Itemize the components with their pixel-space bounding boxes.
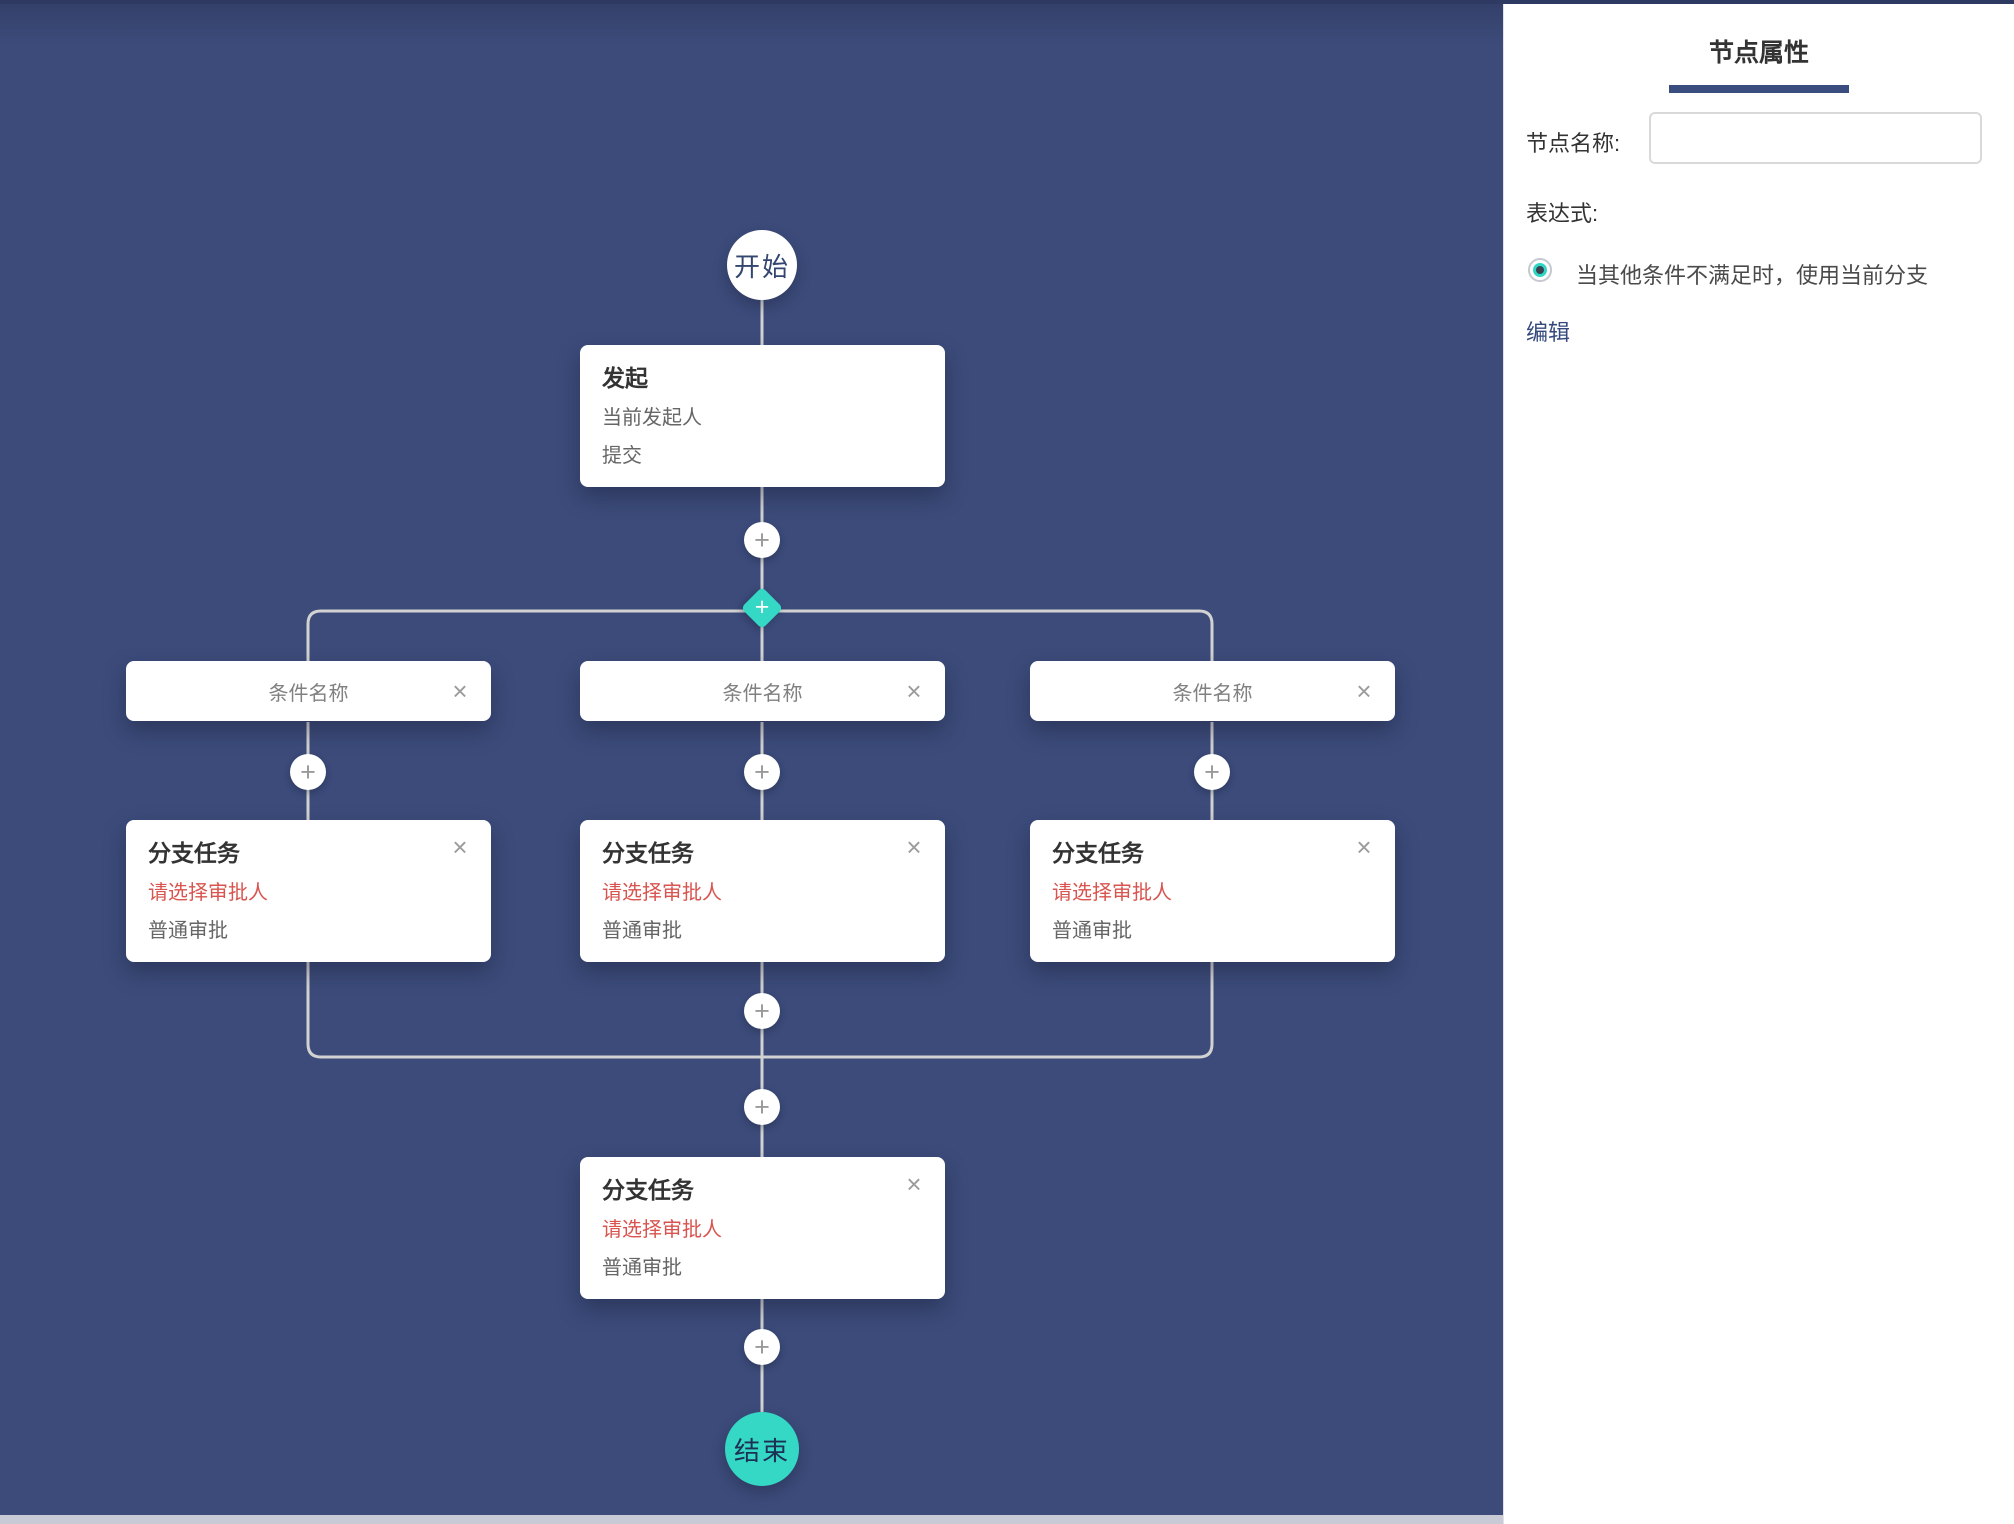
branch-task-mode: 普通审批 xyxy=(1052,920,1132,942)
expression-label: 表达式: xyxy=(1526,201,1599,226)
branch-task-warning: 请选择审批人 xyxy=(148,882,268,904)
start-node-label: 开始 xyxy=(733,251,790,282)
add-node-button[interactable]: + xyxy=(1194,754,1230,790)
condition-name-2: 条件名称 xyxy=(722,682,803,705)
node-properties-panel: 节点属性 节点名称: 表达式: 当其他条件不满足时，使用当前分支 编辑 xyxy=(1503,0,2014,1524)
close-icon[interactable]: × xyxy=(447,834,473,860)
panel-title-underline xyxy=(1669,85,1849,93)
branch-task-title: 分支任务 xyxy=(602,840,694,866)
branch-task-card-4[interactable]: 分支任务 请选择审批人 普通审批 × xyxy=(580,1157,945,1299)
add-node-button[interactable]: + xyxy=(744,1329,780,1365)
branch-task-card-3[interactable]: 分支任务 请选择审批人 普通审批 × xyxy=(1030,820,1395,962)
branch-task-card-1[interactable]: 分支任务 请选择审批人 普通审批 × xyxy=(126,820,491,962)
end-node[interactable]: 结束 xyxy=(725,1412,799,1486)
default-branch-radio[interactable] xyxy=(1528,258,1552,282)
branch-task-title: 分支任务 xyxy=(1052,840,1144,866)
condition-card-2[interactable]: 条件名称 × xyxy=(580,661,945,721)
branch-task-warning: 请选择审批人 xyxy=(1052,882,1172,904)
edit-link[interactable]: 编辑 xyxy=(1526,320,1571,345)
branch-task-mode: 普通审批 xyxy=(602,920,682,942)
flow-canvas: 开始 发起 当前发起人 提交 + + 条件名称 × 条件名称 × 条件名称 × … xyxy=(0,0,1503,1524)
start-node[interactable]: 开始 xyxy=(727,230,797,300)
condition-card-1[interactable]: 条件名称 × xyxy=(126,661,491,721)
close-icon[interactable]: × xyxy=(901,834,927,860)
horizontal-scrollbar[interactable] xyxy=(0,1515,1503,1524)
node-name-label: 节点名称: xyxy=(1526,131,1621,156)
close-icon[interactable]: × xyxy=(1351,678,1377,704)
default-branch-radio-label[interactable]: 当其他条件不满足时，使用当前分支 xyxy=(1576,263,1929,288)
condition-name-1: 条件名称 xyxy=(268,682,349,705)
branch-task-warning: 请选择审批人 xyxy=(602,1219,722,1241)
add-node-button[interactable]: + xyxy=(290,754,326,790)
branch-task-card-2[interactable]: 分支任务 请选择审批人 普通审批 × xyxy=(580,820,945,962)
close-icon[interactable]: × xyxy=(447,678,473,704)
initiate-node-card[interactable]: 发起 当前发起人 提交 xyxy=(580,345,945,487)
branch-task-warning: 请选择审批人 xyxy=(602,882,722,904)
branch-task-mode: 普通审批 xyxy=(148,920,228,942)
initiate-node-action: 提交 xyxy=(602,445,642,467)
condition-name-3: 条件名称 xyxy=(1172,682,1253,705)
close-icon[interactable]: × xyxy=(901,678,927,704)
branch-task-title: 分支任务 xyxy=(602,1177,694,1203)
radio-selected-dot xyxy=(1533,263,1547,277)
initiate-node-title: 发起 xyxy=(602,365,648,391)
node-name-input[interactable] xyxy=(1649,112,1982,164)
add-node-button[interactable]: + xyxy=(744,993,780,1029)
close-icon[interactable]: × xyxy=(1351,834,1377,860)
branch-task-title: 分支任务 xyxy=(148,840,240,866)
top-border xyxy=(0,0,2014,4)
end-node-label: 结束 xyxy=(733,1435,790,1466)
initiate-node-assignee: 当前发起人 xyxy=(602,407,702,429)
add-node-button[interactable]: + xyxy=(744,522,780,558)
branch-task-mode: 普通审批 xyxy=(602,1257,682,1279)
panel-title: 节点属性 xyxy=(1708,39,1809,67)
condition-card-3[interactable]: 条件名称 × xyxy=(1030,661,1395,721)
close-icon[interactable]: × xyxy=(901,1171,927,1197)
add-node-button[interactable]: + xyxy=(744,754,780,790)
add-node-button[interactable]: + xyxy=(744,1089,780,1125)
